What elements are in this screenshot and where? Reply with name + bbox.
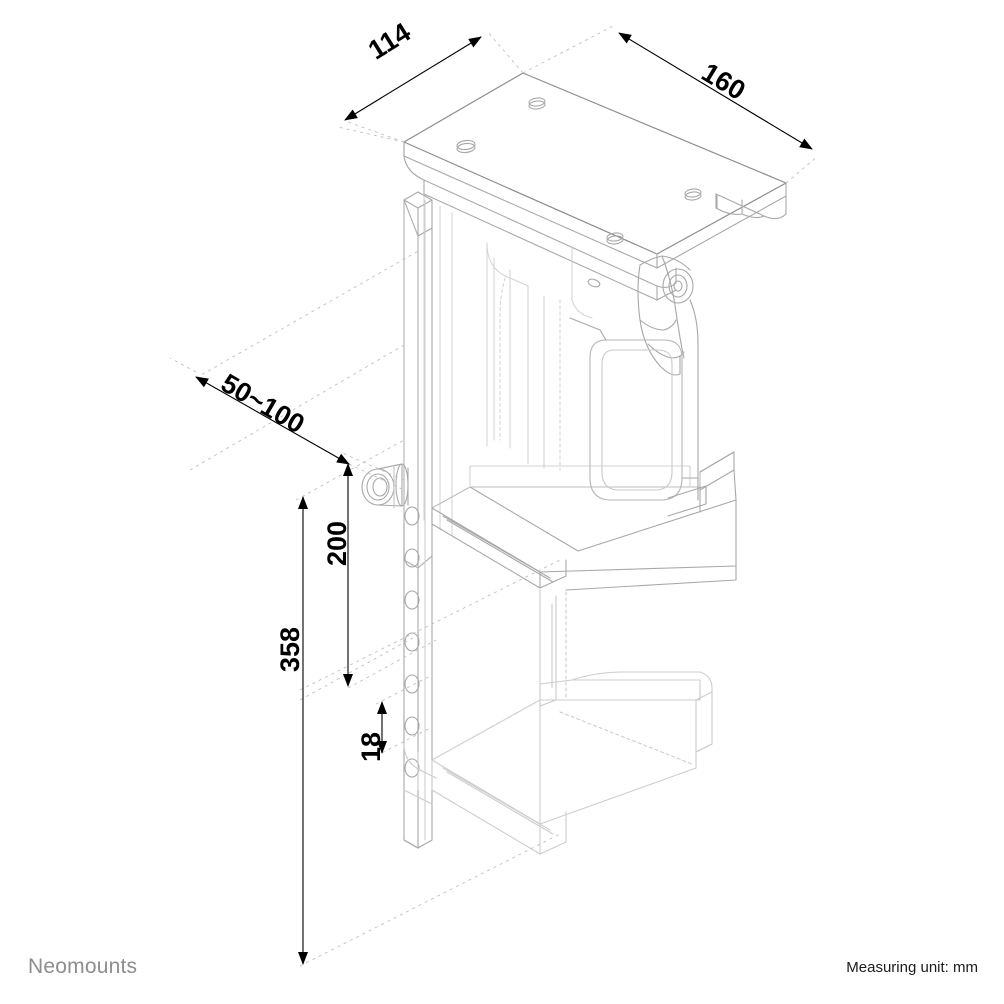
clamp-lever-handle <box>569 255 707 517</box>
top-mounting-plate <box>403 72 787 301</box>
bottom-base-tray <box>431 671 713 855</box>
dim-line-50-100 <box>195 376 350 465</box>
vertical-slotted-rail <box>403 191 433 849</box>
rear-body-panel <box>423 195 593 537</box>
brand-logo-text: Neomounts <box>28 955 138 978</box>
product-geometry <box>361 72 787 855</box>
middle-sliding-tray <box>431 451 737 591</box>
dimension-label-358: 358 <box>275 626 305 672</box>
base-left-bracket <box>403 743 437 805</box>
measuring-unit-note: Measuring unit: mm <box>846 959 978 976</box>
extension-lines <box>169 25 819 967</box>
dim-line-160 <box>618 32 813 150</box>
dimension-lines <box>195 32 813 965</box>
dim-line-114 <box>344 36 482 121</box>
adjustment-knob <box>361 463 409 509</box>
lower-column-connector <box>539 589 567 707</box>
dimension-label-18: 18 <box>356 731 386 762</box>
dimension-label-200: 200 <box>322 520 352 566</box>
